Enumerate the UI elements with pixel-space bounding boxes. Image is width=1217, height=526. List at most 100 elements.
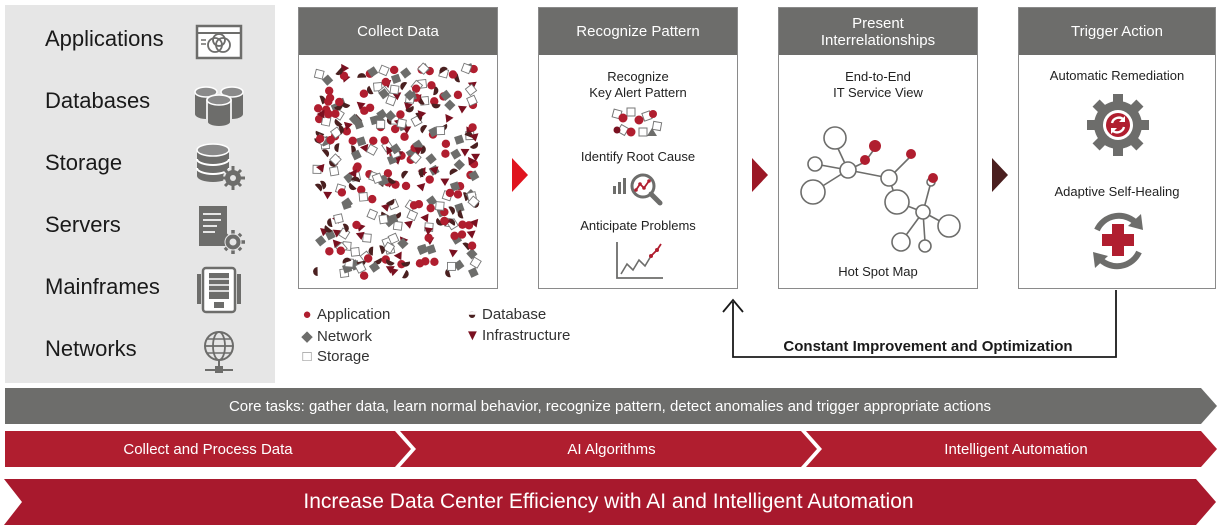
data-point bbox=[384, 110, 397, 122]
data-point bbox=[335, 67, 343, 76]
legend-label: Network bbox=[317, 328, 373, 345]
data-point bbox=[435, 201, 445, 211]
data-point bbox=[435, 126, 446, 136]
anticipate-problems-label: Anticipate Problems bbox=[580, 218, 696, 233]
data-point bbox=[315, 134, 325, 143]
data-point bbox=[426, 244, 437, 255]
data-point bbox=[441, 139, 451, 149]
data-point bbox=[390, 73, 402, 84]
data-point bbox=[448, 206, 456, 215]
data-point bbox=[380, 136, 389, 145]
step-title: Trigger Action bbox=[1019, 8, 1215, 55]
data-point bbox=[406, 209, 419, 222]
database-icon bbox=[194, 86, 244, 128]
data-point bbox=[425, 175, 434, 184]
feedback-loop-arrow bbox=[722, 290, 1117, 358]
data-point bbox=[418, 168, 424, 178]
data-point bbox=[332, 239, 342, 249]
data-point bbox=[389, 65, 399, 75]
data-point bbox=[468, 156, 477, 166]
application-window-icon bbox=[195, 24, 243, 60]
data-point bbox=[462, 242, 470, 251]
data-point bbox=[365, 103, 375, 112]
data-point bbox=[342, 257, 352, 264]
data-point bbox=[348, 169, 357, 179]
phase-chevrons bbox=[5, 431, 1217, 467]
data-point bbox=[469, 218, 479, 228]
data-point bbox=[313, 267, 318, 277]
data-point bbox=[445, 268, 451, 278]
data-point bbox=[458, 220, 467, 229]
data-point bbox=[404, 220, 413, 229]
source-label: Networks bbox=[45, 336, 137, 361]
data-point bbox=[355, 231, 365, 240]
source-databases: Databases bbox=[5, 74, 275, 136]
data-point bbox=[341, 101, 351, 108]
data-point bbox=[386, 259, 395, 266]
data-point bbox=[358, 192, 369, 202]
core-tasks-text: Core tasks: gather data, learn normal be… bbox=[228, 398, 992, 415]
alert-pattern-icon bbox=[611, 107, 663, 137]
data-point bbox=[400, 67, 412, 79]
data-point bbox=[313, 68, 325, 80]
data-point bbox=[354, 261, 367, 274]
data-point bbox=[468, 123, 477, 132]
legend-application: ●Application bbox=[300, 306, 390, 323]
data-point bbox=[387, 213, 399, 224]
data-point bbox=[400, 132, 409, 141]
data-point bbox=[445, 114, 454, 123]
data-point bbox=[466, 248, 478, 260]
data-point bbox=[471, 153, 481, 162]
data-point bbox=[381, 77, 390, 87]
data-point bbox=[396, 110, 405, 119]
data-point bbox=[440, 216, 449, 226]
data-point bbox=[453, 190, 463, 199]
legend-label: Infrastructure bbox=[482, 327, 571, 344]
data-point bbox=[338, 125, 344, 135]
data-point bbox=[386, 146, 395, 155]
step-title: Recognize Pattern bbox=[539, 8, 737, 55]
data-point bbox=[371, 172, 384, 185]
data-point bbox=[386, 198, 395, 206]
feedback-label: Constant Improvement and Optimization bbox=[783, 338, 1073, 355]
data-point bbox=[393, 251, 402, 261]
footer-banner bbox=[4, 479, 1216, 525]
data-point bbox=[378, 214, 389, 225]
data-point bbox=[350, 247, 361, 257]
data-point bbox=[327, 218, 333, 227]
data-point bbox=[368, 194, 377, 204]
diamond-icon: ◆ bbox=[301, 328, 313, 345]
data-point bbox=[335, 97, 344, 107]
data-point bbox=[334, 143, 340, 153]
data-point bbox=[430, 257, 439, 266]
data-point bbox=[468, 170, 480, 182]
data-point bbox=[326, 135, 335, 145]
source-mainframes: Mainframes bbox=[5, 260, 275, 322]
data-point bbox=[453, 159, 465, 171]
data-point bbox=[396, 118, 407, 129]
data-point bbox=[359, 89, 369, 98]
data-point bbox=[376, 119, 386, 129]
data-point bbox=[342, 223, 349, 233]
data-point bbox=[315, 235, 327, 247]
legend-storage: □Storage bbox=[300, 348, 369, 365]
recognize-key-alert-label: Recognize Key Alert Pattern bbox=[589, 69, 687, 100]
data-point bbox=[453, 259, 465, 271]
data-point bbox=[359, 271, 369, 280]
data-point bbox=[353, 119, 364, 130]
data-point bbox=[430, 97, 439, 106]
data-point bbox=[404, 89, 416, 101]
service-view-label: End-to-End IT Service View bbox=[833, 69, 923, 100]
data-point bbox=[324, 225, 333, 233]
data-point bbox=[400, 82, 408, 91]
source-storage: Storage bbox=[5, 136, 275, 198]
data-point bbox=[405, 105, 414, 113]
data-point bbox=[383, 169, 393, 178]
source-servers: Servers bbox=[5, 198, 275, 260]
data-point bbox=[389, 143, 402, 155]
step-present-interrelationships: Present Interrelationships End-to-End IT… bbox=[778, 7, 978, 289]
data-point bbox=[469, 141, 479, 149]
data-point bbox=[420, 125, 428, 134]
data-point bbox=[446, 261, 456, 271]
step-trigger-action: Trigger Action Automatic Remediation Ada… bbox=[1018, 7, 1216, 289]
